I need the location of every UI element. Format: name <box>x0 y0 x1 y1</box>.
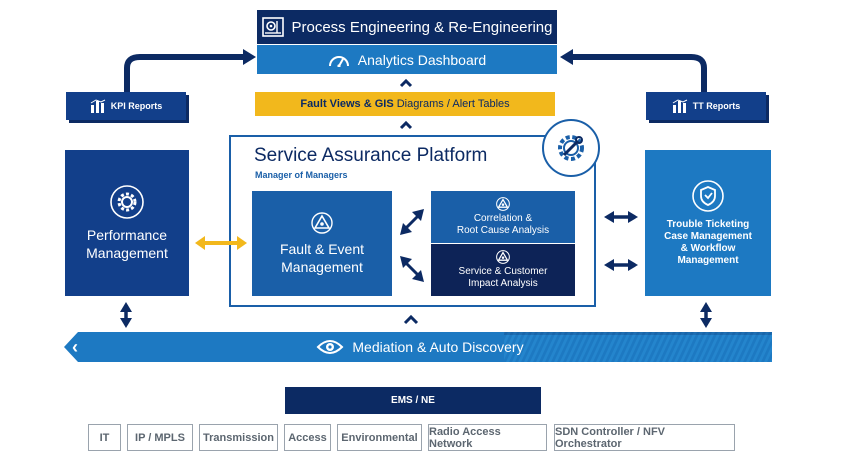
eye-icon <box>316 339 344 355</box>
tag-label: Radio Access Network <box>429 425 501 450</box>
performance-management-box: Performance Management <box>65 150 189 296</box>
kpi-reports-label: KPI Reports <box>110 101 163 111</box>
trouble-line2: Case Management <box>664 231 752 242</box>
impact-line2: Impact Analysis <box>468 278 538 289</box>
chevron-left-icon: ‹ <box>72 337 78 357</box>
performance-line1: Performance <box>86 227 168 243</box>
correlation-box: Correlation & Root Cause Analysis <box>431 191 575 243</box>
platform-title: Service Assurance Platform <box>254 145 488 166</box>
mediation-content: Mediation & Auto Discovery <box>300 332 540 362</box>
connector-arrows <box>120 209 712 328</box>
right-double-arrow-bottom <box>604 259 638 271</box>
tag-label: IT <box>99 431 110 444</box>
process-engineering-title: Process Engineering & Re-Engineering <box>291 18 553 36</box>
correlation-line1: Correlation & <box>473 213 533 224</box>
platform-subtitle: Manager of Managers <box>255 170 348 180</box>
tag-label: SDN Controller / NFV Orchestrator <box>555 425 666 450</box>
mediation-label: Mediation & Auto Discovery <box>352 339 524 355</box>
fault-views-bar: Fault Views & GIS Diagrams / Alert Table… <box>255 92 555 116</box>
fault-line1: Fault & Event <box>279 240 365 257</box>
process-engineering-box: Process Engineering & Re-Engineering <box>257 10 557 44</box>
tag-label: Access <box>288 431 327 444</box>
alert-eye-icon <box>496 250 510 264</box>
fault-event-management-box: Fault & Event Management <box>252 191 392 296</box>
shield-icon <box>691 179 725 213</box>
chevron-up-icon <box>399 78 413 88</box>
blueprint-icon <box>261 17 284 37</box>
right-vertical-double-arrow <box>700 302 712 328</box>
tag-environmental: Environmental <box>337 424 422 451</box>
impact-line1: Service & Customer <box>458 266 548 277</box>
trouble-line4: Management <box>677 255 739 266</box>
chevron-up-icon <box>399 120 413 130</box>
ems-ne-label: EMS / NE <box>391 395 435 406</box>
gauge-icon <box>328 53 350 67</box>
right-double-arrow-top <box>604 211 638 223</box>
kpi-reports-box: KPI Reports <box>66 92 186 120</box>
bar-chart-icon <box>90 99 106 113</box>
left-vertical-double-arrow <box>120 302 132 328</box>
connector-left-to-analytics <box>124 49 707 92</box>
alert-eye-icon <box>496 197 510 211</box>
tag-label: Environmental <box>341 431 418 444</box>
trouble-line1: Trouble Ticketing <box>666 219 750 230</box>
tag-radio-access-network: Radio Access Network <box>428 424 547 451</box>
analytics-dashboard-box: Analytics Dashboard <box>257 45 557 74</box>
ems-ne-box: EMS / NE <box>285 387 541 414</box>
performance-line2: Management <box>86 245 168 261</box>
wrench-gear-icon <box>542 119 600 177</box>
tt-reports-label: TT Reports <box>692 101 741 111</box>
chevron-up-icon <box>403 314 419 325</box>
bar-chart-icon <box>672 99 688 113</box>
fault-views-bold: Fault Views & GIS <box>300 98 394 110</box>
impact-analysis-box: Service & Customer Impact Analysis <box>431 244 575 296</box>
tt-reports-box: TT Reports <box>646 92 766 120</box>
diagonal-arrow-up <box>400 209 424 235</box>
tag-access: Access <box>284 424 331 451</box>
mediation-bar <box>64 332 772 362</box>
fault-line2: Management <box>281 258 363 275</box>
tag-label: Transmission <box>203 431 274 444</box>
gear-icon <box>109 184 145 220</box>
fault-views-rest: Diagrams / Alert Tables <box>393 98 510 110</box>
alert-eye-icon <box>311 211 333 234</box>
tag-label: IP / MPLS <box>135 431 185 444</box>
tag-it: IT <box>88 424 121 451</box>
analytics-dashboard-title: Analytics Dashboard <box>357 51 487 68</box>
trouble-ticketing-box: Trouble Ticketing Case Management & Work… <box>645 150 771 296</box>
correlation-line2: Root Cause Analysis <box>456 225 550 236</box>
yellow-double-arrow <box>195 236 247 250</box>
tag-transmission: Transmission <box>199 424 278 451</box>
diagonal-arrow-down <box>400 256 424 282</box>
trouble-line3: & Workflow <box>680 243 736 254</box>
tag-sdn-nfv: SDN Controller / NFV Orchestrator <box>554 424 735 451</box>
tag-ip-mpls: IP / MPLS <box>127 424 193 451</box>
